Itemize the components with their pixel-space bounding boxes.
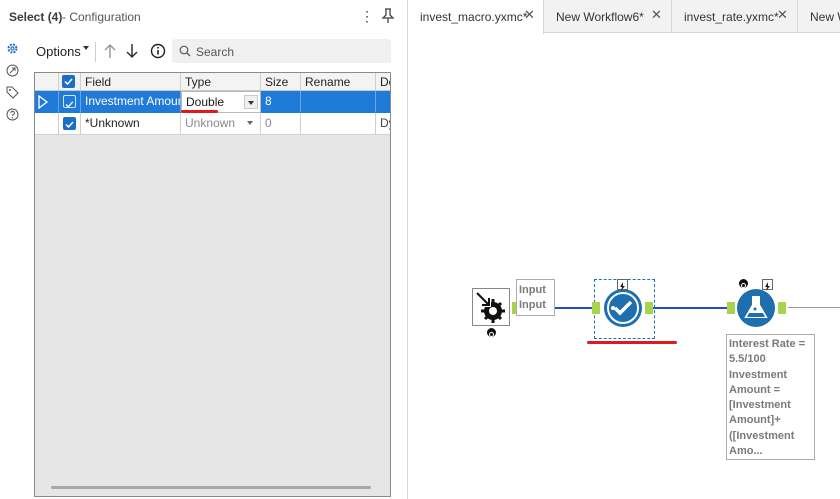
flask-icon	[744, 296, 768, 318]
search-placeholder: Search	[196, 45, 235, 59]
column-header-type[interactable]: Type	[181, 73, 261, 90]
row-checkbox-cell[interactable]	[59, 113, 81, 135]
row-indicator-header	[35, 73, 59, 90]
rename-cell[interactable]	[301, 113, 376, 135]
select-tool[interactable]	[604, 289, 642, 327]
select-check-icon	[607, 292, 639, 324]
macro-input-icon	[475, 291, 505, 323]
macro-input-tool[interactable]	[472, 288, 510, 326]
tag-icon[interactable]	[6, 86, 19, 99]
row-checkbox-cell[interactable]	[59, 91, 81, 113]
chevron-down-icon	[247, 121, 253, 125]
tab-label: New Workflow6*	[556, 10, 644, 24]
description-cell[interactable]: Dy	[376, 113, 390, 135]
dropdown-button[interactable]	[244, 116, 258, 130]
row-checkbox[interactable]	[63, 117, 76, 130]
search-icon	[179, 45, 191, 57]
move-down-icon[interactable]	[125, 42, 139, 60]
tab-invest-macro[interactable]: invest_macro.yxmc* ✕	[408, 0, 544, 34]
config-header: Select (4) - Configuration ⋮	[0, 0, 408, 34]
tab-label: New W	[810, 10, 840, 24]
row-checkbox[interactable]	[63, 95, 76, 108]
field-grid: Field Type Size Rename De Investment Amo…	[34, 72, 391, 497]
field-name-cell[interactable]: *Unknown	[81, 113, 181, 135]
column-header-description[interactable]: De	[380, 75, 390, 89]
connection-line[interactable]	[788, 307, 840, 308]
tab-new-w[interactable]: New W	[798, 0, 840, 33]
formula-tool[interactable]	[737, 289, 775, 327]
select-all-checkbox[interactable]	[62, 75, 75, 88]
type-dropdown[interactable]: Double	[181, 91, 261, 113]
dropdown-button[interactable]	[244, 95, 258, 109]
row-indicator	[35, 113, 59, 135]
description-cell[interactable]	[376, 91, 390, 113]
info-icon[interactable]	[150, 43, 166, 59]
row-indicator	[35, 91, 59, 113]
column-header-rename[interactable]: Rename	[301, 73, 376, 90]
tab-label: invest_macro.yxmc*	[420, 10, 528, 24]
gear-icon[interactable]	[6, 42, 19, 55]
tab-new-workflow6[interactable]: New Workflow6* ✕	[544, 0, 672, 33]
type-cell[interactable]: Unknown	[181, 113, 261, 135]
select-all-cell[interactable]	[59, 73, 81, 90]
column-header-field[interactable]: Field	[81, 73, 181, 90]
search-input[interactable]: Search	[172, 39, 391, 63]
highlight-underline	[181, 110, 218, 113]
grid-header-row: Field Type Size Rename De	[35, 73, 390, 91]
chevron-down-icon[interactable]	[83, 46, 89, 50]
tab-label: invest_rate.yxmc*	[684, 10, 779, 24]
move-up-icon[interactable]	[103, 42, 117, 60]
more-options-icon[interactable]: ⋮	[360, 8, 374, 24]
input-anchor[interactable]	[727, 302, 735, 314]
highlight-underline	[587, 341, 677, 344]
question-badge-icon	[487, 328, 496, 337]
tab-invest-rate[interactable]: invest_rate.yxmc* ✕	[672, 0, 798, 33]
config-title: Select (4)	[9, 10, 63, 24]
options-button[interactable]: Options	[36, 44, 81, 59]
rename-cell[interactable]	[301, 91, 376, 113]
workflow-canvas[interactable]: Input Input Interest Rate = 5.5/100 Inve…	[408, 34, 840, 499]
connection-line[interactable]	[518, 307, 600, 309]
close-icon[interactable]: ✕	[651, 7, 662, 22]
type-value: Double	[186, 95, 225, 109]
close-icon[interactable]: ✕	[777, 7, 788, 22]
config-subtitle: - Configuration	[62, 10, 141, 24]
input-annotation: Input Input	[516, 279, 555, 316]
size-cell[interactable]: 0	[261, 113, 301, 135]
input-anchor[interactable]	[592, 302, 600, 314]
horizontal-scrollbar[interactable]	[51, 486, 371, 489]
lightning-icon	[762, 279, 773, 291]
size-cell[interactable]: 8	[261, 91, 301, 113]
config-toolbar: Options Search	[30, 38, 395, 64]
play-icon	[38, 95, 49, 109]
table-row[interactable]: Investment Amount Double 8	[35, 91, 390, 113]
document-tabs: invest_macro.yxmc* ✕ New Workflow6* ✕ in…	[408, 0, 840, 34]
type-value: Unknown	[185, 116, 236, 130]
question-badge-icon	[739, 279, 748, 288]
lightning-icon	[617, 279, 628, 291]
table-row[interactable]: *Unknown Unknown 0 Dy	[35, 113, 390, 135]
output-anchor[interactable]	[645, 302, 653, 314]
output-anchor[interactable]	[778, 302, 786, 314]
toolbar-divider	[95, 42, 96, 62]
connection-icon[interactable]	[6, 64, 19, 77]
close-icon[interactable]: ✕	[524, 7, 535, 22]
formula-annotation: Interest Rate = 5.5/100 Investment Amoun…	[726, 334, 815, 460]
configuration-panel: Select (4) - Configuration ⋮ Options	[0, 0, 408, 499]
help-icon[interactable]	[6, 108, 19, 121]
connection-line[interactable]	[653, 307, 731, 309]
pin-icon[interactable]	[381, 8, 395, 24]
column-header-size[interactable]: Size	[261, 73, 301, 90]
field-name-cell[interactable]: Investment Amount	[81, 91, 181, 113]
chevron-down-icon	[248, 101, 254, 105]
